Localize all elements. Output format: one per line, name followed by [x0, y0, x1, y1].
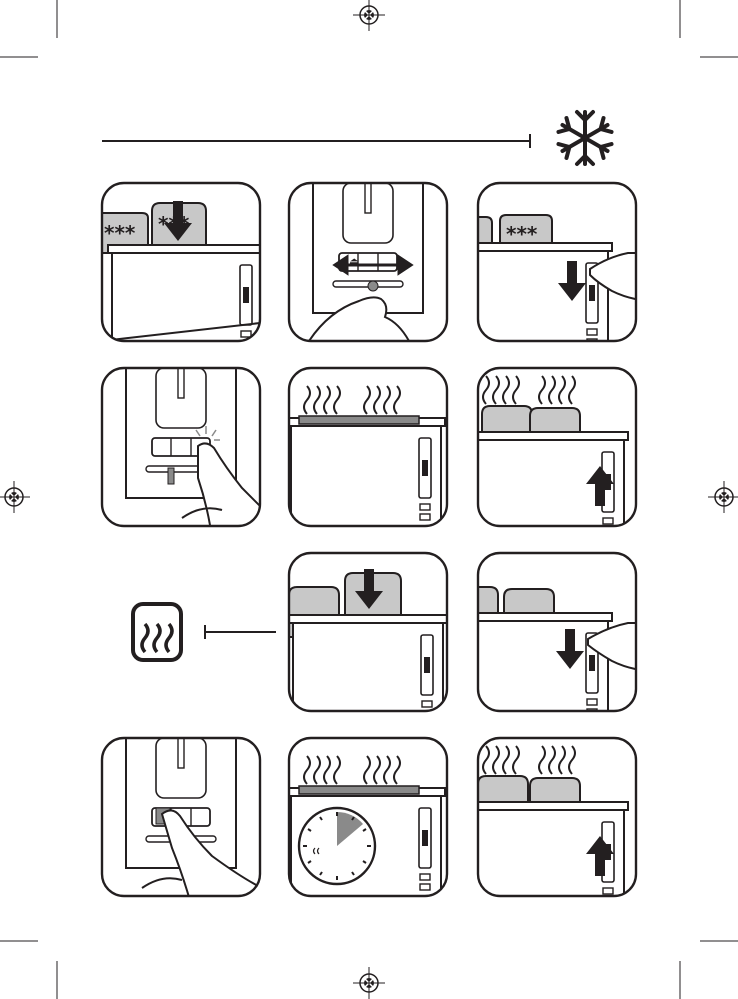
registration-mark-bottom: [353, 967, 385, 999]
panel-8: [448, 553, 648, 729]
panel-9: [102, 728, 262, 908]
panel-6: [470, 368, 636, 548]
registration-mark-right: [708, 481, 738, 513]
registration-mark-top: [353, 0, 385, 31]
reheat-icon: [133, 604, 181, 660]
panel-5: [287, 368, 447, 534]
panel-4: [102, 358, 272, 538]
registration-mark-left: [0, 481, 30, 513]
panel-7: [289, 553, 447, 731]
snowflake-icon: [558, 112, 611, 164]
header-line-arrow: [102, 134, 530, 148]
reheat-timer-dial: [299, 808, 375, 884]
panel-11: [470, 738, 636, 918]
panel-3: ***: [454, 183, 648, 359]
panel-2: ⏏: [289, 173, 447, 341]
panel-10: [287, 738, 447, 904]
svg-text:***: ***: [104, 221, 136, 245]
panel-1: *** ***: [92, 183, 266, 361]
reheat-connector-line: [205, 625, 276, 639]
